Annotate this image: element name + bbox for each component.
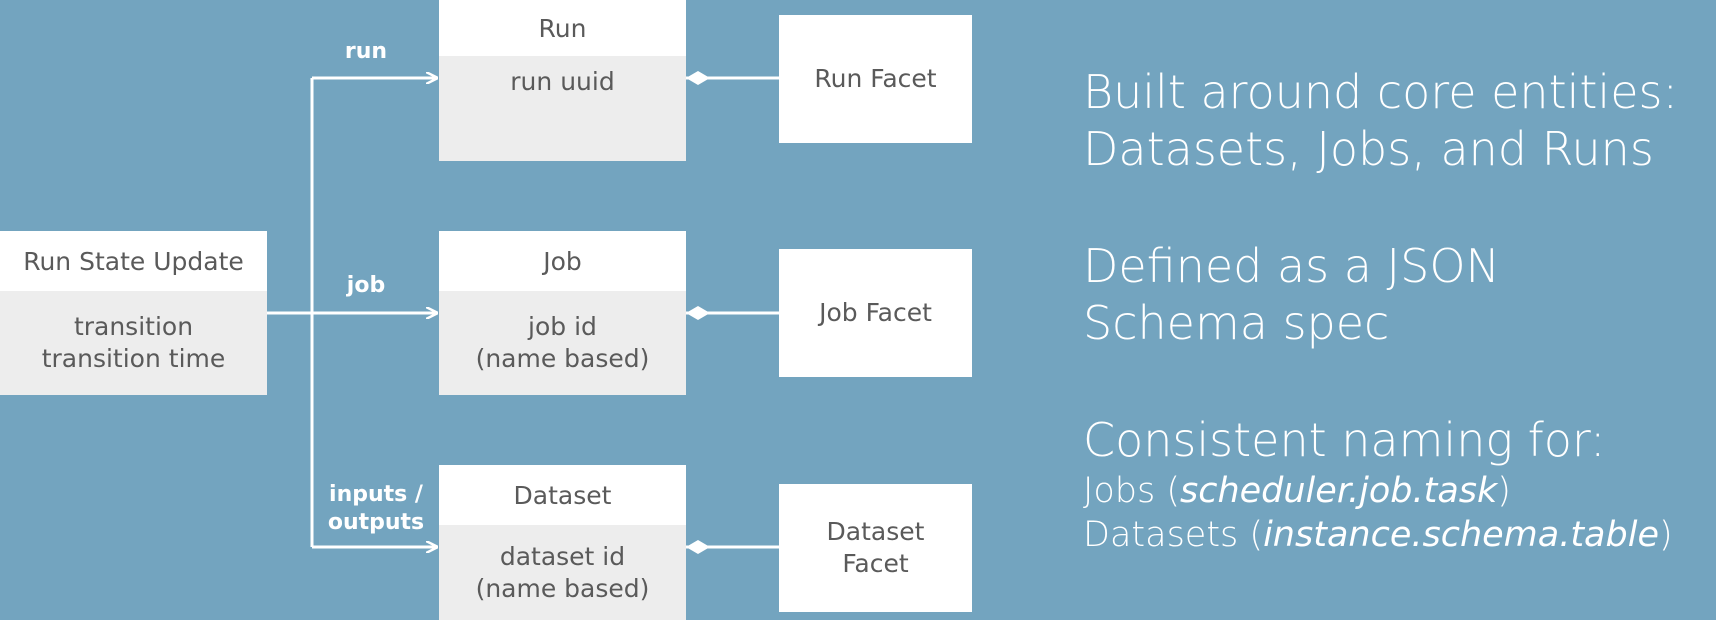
dataset-edge-label: inputs / outputs bbox=[327, 482, 425, 535]
job-entity-box: Job job id (name based) bbox=[439, 231, 686, 395]
naming-item-datasets: Datasets (instance.schema.table) bbox=[1083, 513, 1673, 557]
run-facet-box: Run Facet bbox=[779, 15, 972, 143]
naming-item-prefix: Jobs ( bbox=[1083, 471, 1180, 511]
run-edge-label: run bbox=[344, 39, 388, 64]
dataset-entity-body: dataset id (name based) bbox=[439, 525, 686, 620]
run-entity-body: run uuid bbox=[439, 56, 686, 161]
naming-item-pattern: scheduler.job.task bbox=[1179, 471, 1498, 511]
naming-item-prefix: Datasets ( bbox=[1083, 515, 1264, 555]
feature-json-schema: Defined as a JSON Schema spec bbox=[1083, 239, 1500, 350]
dataset-facet-diamond bbox=[686, 540, 710, 554]
job-entity-title: Job bbox=[439, 231, 686, 291]
feature-naming-title: Consistent naming for: bbox=[1083, 413, 1606, 467]
naming-item-jobs: Jobs (scheduler.job.task) bbox=[1083, 469, 1673, 513]
feature-core-entities: Built around core entities: Datasets, Jo… bbox=[1083, 65, 1678, 176]
job-facet-diamond bbox=[686, 306, 710, 320]
run-entity-box: Run run uuid bbox=[439, 0, 686, 161]
job-facet-box: Job Facet bbox=[779, 249, 972, 377]
naming-item-suffix: ) bbox=[1658, 515, 1673, 555]
run-state-update-box: Run State Update transition transition t… bbox=[0, 231, 267, 395]
dataset-facet-box: Dataset Facet bbox=[779, 484, 972, 612]
dataset-entity-title: Dataset bbox=[439, 465, 686, 525]
run-state-update-body: transition transition time bbox=[0, 291, 267, 395]
run-facet-diamond bbox=[686, 71, 710, 85]
job-edge-label: job bbox=[346, 273, 386, 298]
job-entity-body: job id (name based) bbox=[439, 291, 686, 395]
feature-naming: Consistent naming for: Jobs (scheduler.j… bbox=[1083, 412, 1673, 557]
run-entity-title: Run bbox=[439, 0, 686, 56]
dataset-entity-box: Dataset dataset id (name based) bbox=[439, 465, 686, 620]
naming-item-suffix: ) bbox=[1497, 471, 1511, 511]
naming-item-pattern: instance.schema.table bbox=[1263, 515, 1659, 555]
run-state-update-title: Run State Update bbox=[0, 231, 267, 291]
